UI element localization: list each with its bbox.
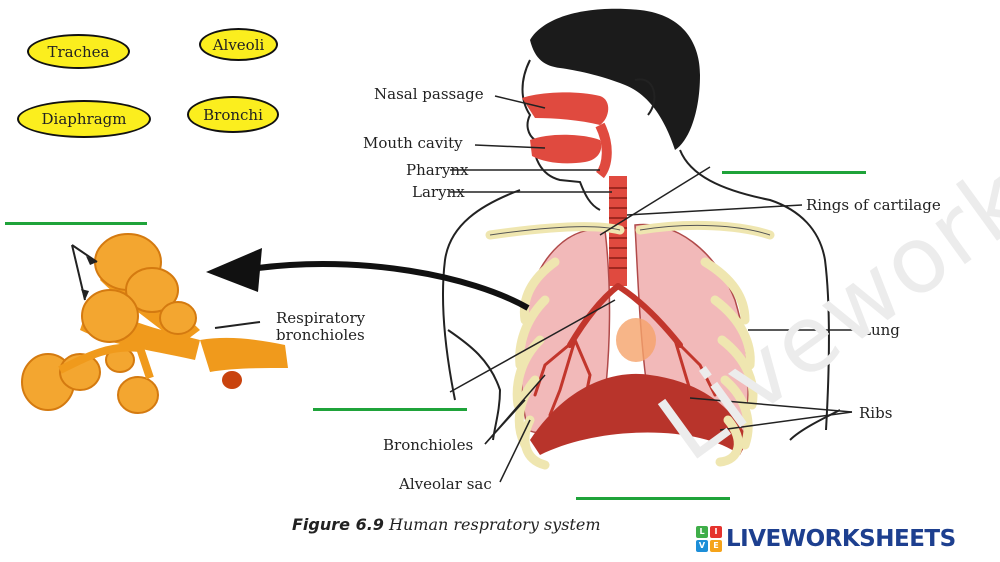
answer-slot-trachea[interactable] xyxy=(5,222,147,225)
label-rings-of-cartilage: Rings of cartilage xyxy=(806,196,941,214)
label-respiratory-bronchioles-line1: Respiratory xyxy=(276,309,366,327)
hair xyxy=(530,8,700,150)
mouth-cavity-shape xyxy=(530,134,602,164)
diaphragm-shape xyxy=(530,373,748,455)
label-pharynx: Pharynx xyxy=(406,161,469,179)
label-bronchioles: Bronchioles xyxy=(383,436,474,454)
label-nasal-passage: Nasal passage xyxy=(374,85,484,103)
figure-number: Figure 6.9 xyxy=(292,515,384,534)
magnify-arrow xyxy=(257,261,530,311)
figure-title: Human respratory system xyxy=(389,515,601,534)
liveworksheets-brand[interactable]: L I V E LIVEWORKSHEETS xyxy=(696,526,956,552)
chip-diaphragm[interactable]: Diaphragm xyxy=(17,100,151,138)
bronchial-tree xyxy=(533,283,717,417)
chip-alveoli[interactable]: Alveoli xyxy=(199,28,278,61)
nasal-cavity xyxy=(522,92,609,125)
label-larynx: Larynx xyxy=(412,183,465,201)
answer-slot-nose-region[interactable] xyxy=(722,171,866,174)
alveoli-cluster xyxy=(21,233,288,414)
label-alveolar-sac: Alveolar sac xyxy=(399,475,492,493)
label-mouth-cavity: Mouth cavity xyxy=(363,134,463,152)
label-respiratory-bronchioles-line2: bronchioles xyxy=(276,326,365,344)
chip-bronchi[interactable]: Bronchi xyxy=(187,96,279,133)
label-ribs: Ribs xyxy=(859,404,893,422)
answer-slot-left-lung[interactable] xyxy=(313,408,467,411)
chip-trachea[interactable]: Trachea xyxy=(27,34,130,69)
liveworksheets-wordmark: LIVEWORKSHEETS xyxy=(726,526,956,552)
figure-caption: Figure 6.9 Human respratory system xyxy=(292,515,601,534)
answer-slot-diaphragm[interactable] xyxy=(576,497,730,500)
label-lung: Lung xyxy=(861,321,900,339)
liveworksheets-logo-icon: L I V E xyxy=(696,526,722,552)
